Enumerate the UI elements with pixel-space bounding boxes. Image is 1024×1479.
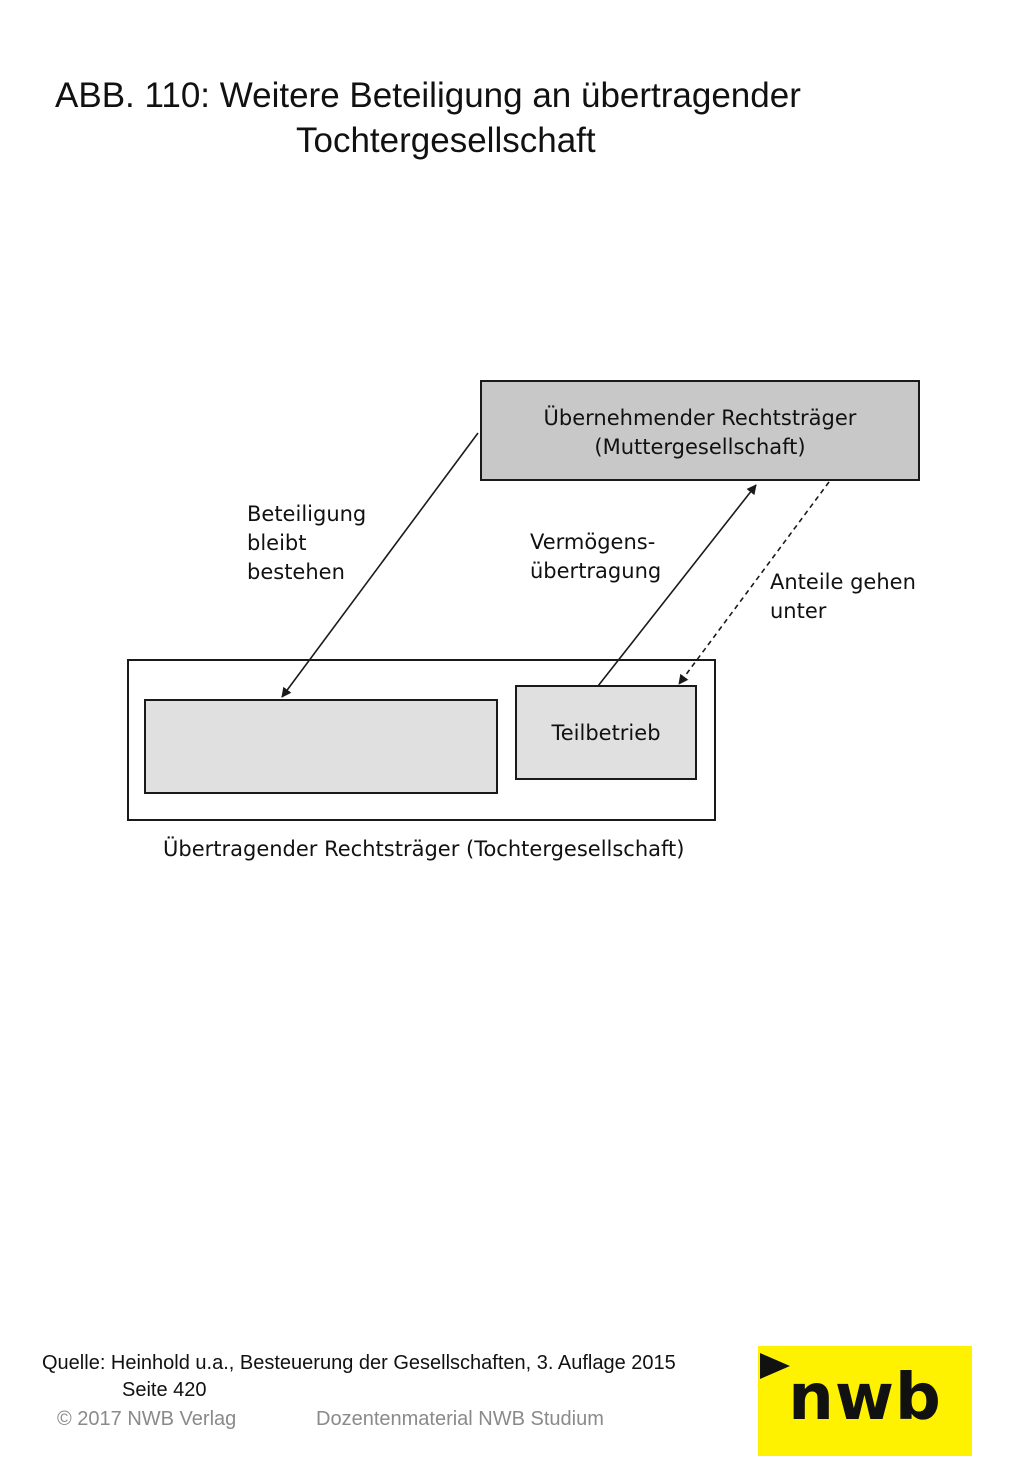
subsidiary-container-label: Übertragender Rechtsträger (Tochtergesel… xyxy=(163,836,684,861)
triangle-pointer-icon xyxy=(760,1353,790,1379)
beteiligung-label-line-3: bestehen xyxy=(247,560,345,584)
remaining-business-box xyxy=(144,699,498,794)
parent-company-label-line-2: (Muttergesellschaft) xyxy=(594,435,805,459)
anteile-gehen-unter-arrow xyxy=(678,481,830,685)
teilbetrieb-label: Teilbetrieb xyxy=(550,721,660,745)
teilbetrieb-box xyxy=(515,685,697,780)
slide-title-line-2: Tochtergesellschaft xyxy=(296,121,596,160)
slide-title-line-1: ABB. 110: Weitere Beteiligung an übertra… xyxy=(55,76,801,115)
beteiligung-arrow xyxy=(281,432,479,698)
copyright-notice: © 2017 NWB Verlag xyxy=(57,1408,237,1430)
beteiligung-label-line-1: Beteiligung xyxy=(247,502,366,526)
vermoegen-label-line-1: Vermögens- xyxy=(530,530,655,554)
source-citation-line-2: Seite 420 xyxy=(122,1379,207,1401)
structure-diagram: Übernehmender Rechtsträger (Muttergesell… xyxy=(127,380,920,861)
source-citation-line-1: Quelle: Heinhold u.a., Besteuerung der G… xyxy=(42,1352,676,1374)
anteile-label-line-2: unter xyxy=(770,599,827,623)
parent-company-label-line-1: Übernehmender Rechtsträger xyxy=(544,405,857,430)
beteiligung-label-line-2: bleibt xyxy=(247,531,306,555)
nwb-logo: nwb xyxy=(758,1346,972,1456)
material-notice: Dozentenmaterial NWB Studium xyxy=(316,1408,604,1430)
vermoegensuebertragung-arrow xyxy=(597,484,757,687)
nwb-logo-text: nwb xyxy=(788,1361,942,1435)
parent-company-box xyxy=(480,380,920,481)
anteile-label-line-1: Anteile gehen xyxy=(770,570,916,594)
vermoegen-label-line-2: übertragung xyxy=(530,559,661,583)
